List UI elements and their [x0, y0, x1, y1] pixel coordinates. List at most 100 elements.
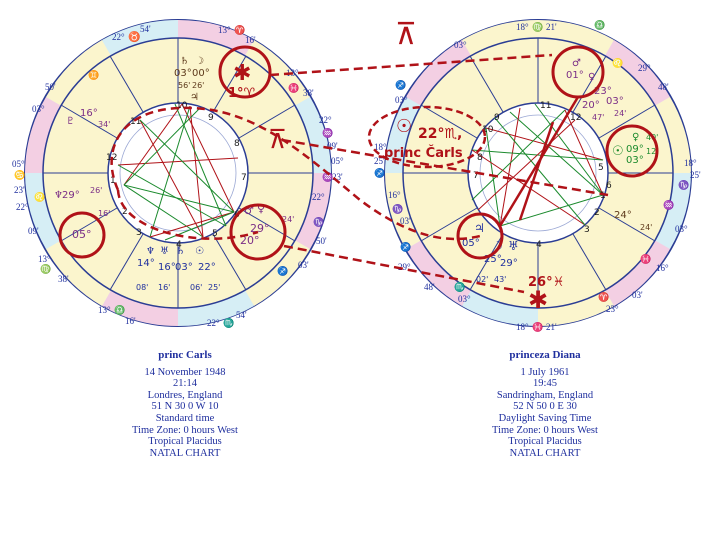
left-planet-minute: 16'	[158, 283, 170, 292]
left-aspect-line	[189, 105, 204, 238]
right-planet-minute: 43'	[494, 275, 506, 284]
left-cusp-line	[109, 55, 144, 113]
right-planet-glyph: ♀	[588, 72, 595, 83]
left-cusp-minute: 23'	[14, 185, 25, 195]
right-planet-degree: 20°	[582, 100, 600, 111]
right-planet-degree: 01°	[566, 70, 584, 81]
left-house-number: 10	[176, 101, 188, 111]
right-planet-minute: 47'	[592, 113, 604, 122]
right-planet-glyph: ☽	[492, 239, 503, 253]
right-aspect-line	[471, 109, 566, 201]
right-cusp-line	[420, 207, 478, 242]
left-chart-info: princ Carls 14 November 1948 21:14 Londr…	[85, 349, 285, 459]
right-aspect-line	[499, 194, 604, 227]
left-cusp-sign: ♌	[34, 191, 45, 202]
right-sun-glyph: ☉	[612, 144, 624, 159]
left-planet-minute: 24'	[282, 215, 294, 224]
right-house-number: 10	[482, 125, 494, 135]
right-cusp-line	[469, 55, 504, 113]
left-cusp-minute: 54'	[236, 310, 247, 320]
right-aspect-line	[509, 111, 604, 196]
right-cusp-sign: ♐	[395, 79, 406, 90]
right-house-number: 7	[473, 171, 479, 181]
left-cusp-minute: 50'	[316, 236, 327, 246]
left-cusp-sign: ♐	[277, 265, 288, 276]
diana-inner-red-line	[518, 121, 555, 221]
left-cusp-sign: ♋	[14, 169, 25, 180]
right-planet-minute: 24'	[614, 109, 626, 118]
right-neptune-label: 26°♓	[528, 275, 564, 290]
left-aspect-line	[139, 119, 235, 213]
left-asc-highlight-circle	[58, 211, 106, 259]
left-aspect-line	[139, 119, 204, 238]
right-cusp-degree: 18°	[516, 22, 529, 32]
right-planet-degree: 25°	[484, 254, 502, 265]
right-cusp-degree: 03°	[675, 224, 688, 234]
chart-time-zone: Time Zone: 0 hours West	[132, 424, 238, 436]
right-cusp-line	[598, 104, 656, 139]
left-planet-glyph: ♄	[180, 56, 189, 67]
right-cusp-degree: 03°	[395, 95, 408, 105]
right-cusp-sign: ♐	[400, 241, 411, 252]
left-planet-glyph: ♀	[257, 202, 265, 215]
left-planet-glyph: ♇	[66, 116, 75, 127]
left-ceres-label: 1°♈	[228, 86, 256, 101]
left-cusp-sign: ♏	[223, 317, 234, 328]
left-house-number: 7	[241, 173, 247, 183]
right-house-number: 8	[477, 153, 483, 163]
diana-sun-label: 22°♏,	[418, 126, 462, 142]
right-planet-glyph: ♃	[474, 221, 485, 235]
left-planet-minute: 25'	[208, 283, 220, 292]
chart-place: Sandringham, England	[496, 389, 594, 401]
right-planet-degree: 03°	[626, 155, 644, 166]
chart-coordinates: 52 N 50 0 E 30	[513, 401, 577, 413]
left-cusp-line	[212, 233, 247, 291]
chart-time-type: Daylight Saving Time	[498, 412, 592, 424]
left-cusp-degree: 13°	[38, 254, 51, 264]
left-planet-degree: 03°	[174, 68, 192, 79]
left-aspect-line	[181, 103, 235, 213]
right-sun-venus-highlight-circle	[605, 124, 659, 178]
left-house-number: 2	[122, 207, 128, 217]
right-cusp-sign: ♌	[612, 57, 623, 68]
left-ceres-star-icon: ✱	[233, 61, 251, 86]
left-cusp-sign: ♊	[88, 69, 99, 80]
left-planet-degree: 29°	[62, 190, 80, 201]
right-chart-info: princeza Diana 1 July 1961 19:45 Sandrin…	[445, 349, 645, 459]
left-planet-glyph: ☉	[195, 246, 204, 257]
right-cusp-line	[469, 233, 504, 291]
left-cusp-minute: 38'	[58, 274, 69, 284]
chart-time-zone: Time Zone: 0 hours West	[492, 424, 598, 436]
left-planet-degree: 14°	[137, 258, 155, 269]
right-cusp-minute: 48'	[658, 82, 669, 92]
right-aspect-line	[494, 117, 586, 226]
left-aspect-line	[123, 184, 204, 238]
right-cusp-degree: 18°	[516, 322, 529, 332]
left-planet-degree: 22°	[198, 262, 216, 273]
right-cusp-minute: 25'	[690, 170, 701, 180]
left-aspect-line	[117, 164, 227, 227]
chart-house-system: Tropical Placidus	[148, 436, 222, 448]
chart-name: princeza Diana	[509, 349, 581, 361]
right-cusp-sign: ♑	[678, 179, 689, 190]
left-planet-glyph: ♂	[244, 204, 254, 217]
left-planet-degree: 20°	[240, 234, 260, 247]
right-planet-glyph: ♅	[508, 239, 519, 253]
right-planet-minute: 12'	[646, 147, 658, 156]
left-aspect-line	[123, 184, 235, 213]
right-house-number: 6	[606, 181, 612, 191]
right-house-number: 11	[540, 101, 551, 111]
left-cusp-sign: ♑	[313, 216, 324, 227]
left-cusp-degree: 05°	[331, 156, 344, 166]
left-planet-degree: 00°	[192, 68, 210, 79]
sesquiquadrate-dashed-arc	[110, 106, 481, 241]
right-house-number: 5	[598, 163, 604, 173]
right-planet-degree: 23°	[594, 86, 612, 97]
chart-house-system: Tropical Placidus	[508, 436, 582, 448]
left-chart-wheel: 1 2 3 4 5 6 7 8 9 10 11 12 22° ♉ 54' 13°…	[12, 19, 344, 328]
left-cusp-degree: 05°	[12, 159, 25, 169]
right-cusp-minute: 21'	[546, 322, 557, 332]
right-neptune-star-icon: ✱	[528, 286, 548, 314]
left-cusp-degree: 22°	[207, 318, 220, 328]
left-cusp-sign: ♍	[40, 263, 51, 274]
